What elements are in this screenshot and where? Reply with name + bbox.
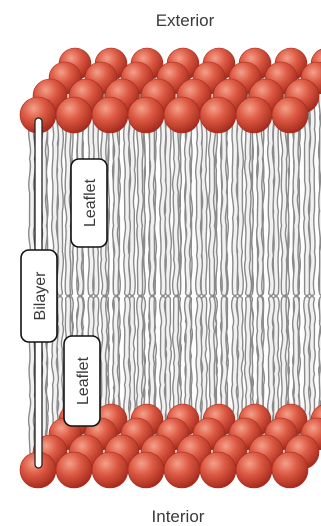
phospholipid-head <box>92 97 128 133</box>
lipid-tail <box>151 125 153 293</box>
lipid-tail <box>234 106 236 293</box>
leaflet-tag-upper: Leaflet <box>71 159 107 247</box>
phospholipid-head <box>164 97 200 133</box>
phospholipid-head <box>56 97 92 133</box>
lipid-tail <box>203 299 205 424</box>
lipid-tail <box>283 125 285 293</box>
lipid-tail <box>311 299 313 424</box>
bilayer-tag: Bilayer <box>21 250 57 342</box>
phospholipid-head <box>200 97 236 133</box>
lipid-tail <box>175 125 177 293</box>
lipid-tail <box>139 125 141 293</box>
lipid-tail <box>247 125 249 293</box>
phospholipid-head <box>56 452 92 488</box>
lipid-tail <box>59 299 61 424</box>
phospholipid-head <box>236 452 272 488</box>
leaflet-tag-lower: Leaflet <box>64 336 100 426</box>
lipid-tail <box>115 125 117 293</box>
lipid-tail <box>306 106 308 293</box>
lipid-tail <box>239 299 241 424</box>
lipid-tail <box>187 125 189 293</box>
interior-label: Interior <box>152 507 205 526</box>
phospholipid-head <box>128 452 164 488</box>
lipid-tail <box>259 125 261 293</box>
phospholipid-head <box>164 452 200 488</box>
leaflet-lower-text: Leaflet <box>75 356 92 405</box>
phospholipid-head <box>236 97 272 133</box>
phospholipid-head <box>272 452 308 488</box>
leaflet-upper-text: Leaflet <box>82 178 99 227</box>
bilayer-text: Bilayer <box>32 271 49 321</box>
phospholipid-head <box>272 97 308 133</box>
lipid-tail <box>131 299 133 424</box>
lipid-tail <box>275 299 277 424</box>
lipid-tail <box>167 299 169 424</box>
lipid-tail <box>295 125 297 293</box>
phospholipid-head <box>92 452 128 488</box>
lipid-tail <box>162 106 164 293</box>
exterior-label: Exterior <box>156 11 215 30</box>
lipid-tail <box>270 106 272 293</box>
lipid-tail <box>311 88 313 293</box>
lipid-tail <box>211 125 213 293</box>
phospholipid-head <box>200 452 236 488</box>
lipid-tail <box>223 125 225 293</box>
phospholipid-head <box>128 97 164 133</box>
lipid-tail <box>67 125 69 293</box>
lipid-tail <box>126 106 128 293</box>
lipid-tail <box>198 106 200 293</box>
